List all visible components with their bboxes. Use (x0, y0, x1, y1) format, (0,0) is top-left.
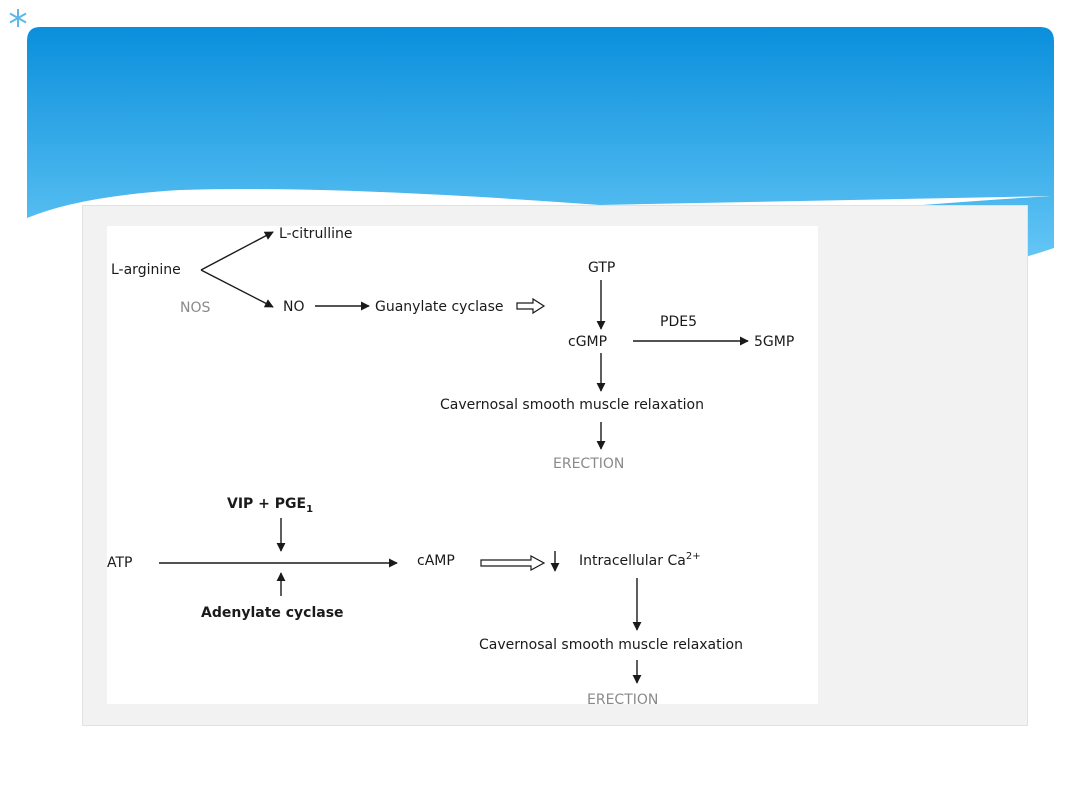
hollow-arrow-camp-to-calcium (480, 554, 546, 572)
pathway-figure: L-arginine L-citrulline NOS NO Guanylate… (107, 226, 818, 704)
asterisk-star-icon (9, 9, 27, 27)
hollow-arrow-guanylate-to-cgmp (516, 297, 546, 315)
label-cgmp: cGMP (568, 334, 607, 350)
label-erection-2: ERECTION (587, 692, 658, 704)
label-l-arginine: L-arginine (111, 262, 181, 278)
label-adenylate-cyclase: Adenylate cyclase (201, 605, 344, 621)
label-camp: cAMP (417, 553, 455, 569)
label-nos: NOS (180, 300, 210, 316)
label-5gmp: 5GMP (754, 334, 794, 350)
header-band (9, 9, 1054, 280)
label-gtp: GTP (588, 260, 615, 276)
label-erection-1: ERECTION (553, 456, 624, 472)
arrow-arginine-to-citrulline (200, 231, 274, 271)
label-l-citrulline: L-citrulline (279, 226, 352, 242)
header-band-shape (27, 27, 1054, 280)
label-no: NO (283, 299, 305, 315)
label-guanylate-cyclase: Guanylate cyclase (375, 299, 504, 315)
label-relaxation-1: Cavernosal smooth muscle relaxation (440, 397, 704, 413)
label-pde5: PDE5 (660, 314, 697, 330)
label-atp: ATP (107, 555, 132, 571)
label-vip-pge: VIP + PGE1 (227, 496, 313, 515)
label-intracellular-ca: Intracellular Ca2+ (579, 551, 701, 569)
label-relaxation-2: Cavernosal smooth muscle relaxation (479, 637, 743, 653)
erection-pathway-diagram: L-arginine L-citrulline NOS NO Guanylate… (107, 226, 794, 704)
arrow-arginine-to-no (200, 269, 274, 308)
